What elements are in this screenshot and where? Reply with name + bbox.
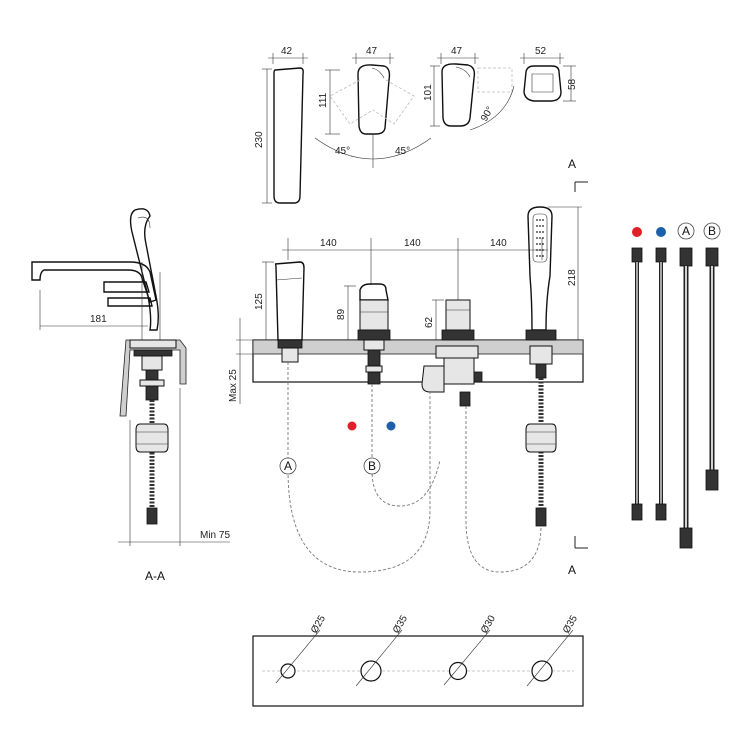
dim-181: 181 [90,314,107,325]
legend-a-icon [677,222,695,240]
section-view-label: A-A [145,569,165,583]
section-marker-bottom: A [568,536,588,577]
dim-89: 89 [336,308,347,320]
shower-nozzles [536,219,544,257]
dim-62: 62 [424,316,435,328]
front-elevation: 140 140 140 218 Max 25 125 89 [228,206,584,573]
hose-b-marker-icon [363,457,381,475]
section-marker-top: A [568,157,588,192]
angle-45-left: 45° [335,146,350,157]
dim-58: 58 [567,78,578,90]
hose-a-label: A [284,459,292,473]
handle-swivel-view: 47 111 45° 45° [314,46,432,168]
hole-35a-label: Ø35 [391,613,410,635]
dim-max25: Max 25 [228,369,239,402]
hole-30-label: Ø30 [479,613,498,635]
angle-90: 90° [479,105,496,124]
hose-b-label: B [368,459,376,473]
hose-a-marker-icon [279,457,297,475]
handle-rotation-view: 47 101 90° [423,46,515,131]
hole-25-label: Ø25 [309,613,328,635]
hole-35a-icon [360,660,382,682]
legend-hot-icon [632,227,642,237]
dim-47a: 47 [366,46,378,57]
dim-140a: 140 [320,238,337,249]
legend-cold-icon [656,227,666,237]
dim-42: 42 [281,46,293,57]
dim-min75: Min 75 [200,530,230,541]
hole-25-icon [280,663,296,679]
dim-111: 111 [318,92,329,108]
hot-indicator-icon [347,421,357,431]
section-label-top: A [568,157,576,171]
legend-b-label: B [708,224,716,238]
cold-indicator-icon [386,421,396,431]
dim-230: 230 [254,131,265,148]
section-aa-view: 181 Min 75 A-A [31,208,230,583]
handle-top-view: 52 58 [520,46,578,102]
legend-b-icon [703,222,721,240]
hole-35b-icon [531,660,553,682]
spout-front-view: 42 230 [254,46,308,204]
legend-a-label: A [682,224,690,238]
hole-30-icon [448,661,468,681]
dim-140c: 140 [490,238,507,249]
dim-101: 101 [423,84,434,101]
dim-47b: 47 [451,46,463,57]
dim-52: 52 [535,46,547,57]
deck-hole-plan: Ø25 Ø35 Ø30 Ø35 [252,613,584,707]
hose-legend: A B [631,222,721,549]
section-label-bottom: A [568,563,576,577]
dim-125: 125 [254,293,265,310]
angle-45-right: 45° [395,146,410,157]
dim-140b: 140 [404,238,421,249]
hole-35b-label: Ø35 [561,613,580,635]
dim-218: 218 [567,269,578,286]
